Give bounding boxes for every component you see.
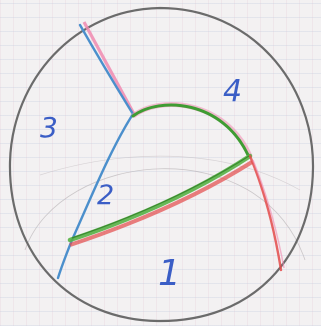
red-right-boundary <box>248 154 283 272</box>
region-label-1: 1 <box>158 253 181 294</box>
pencil-guide-arc-2 <box>39 155 301 191</box>
green-chord-boundary <box>67 153 253 243</box>
region-label-3: 3 <box>40 111 58 144</box>
green-arch-boundary <box>131 103 250 157</box>
red-highlight-chord <box>69 160 254 247</box>
pink-right-boundary <box>252 159 285 269</box>
region-label-4: 4 <box>223 74 242 109</box>
pencil-guide-arc-1 <box>24 168 306 261</box>
region-label-2: 2 <box>97 180 114 211</box>
blue-boundary-line <box>56 23 135 280</box>
pink-highlight-upper <box>82 21 136 115</box>
outer-circle <box>8 6 315 323</box>
green-chord-inner <box>71 155 250 239</box>
